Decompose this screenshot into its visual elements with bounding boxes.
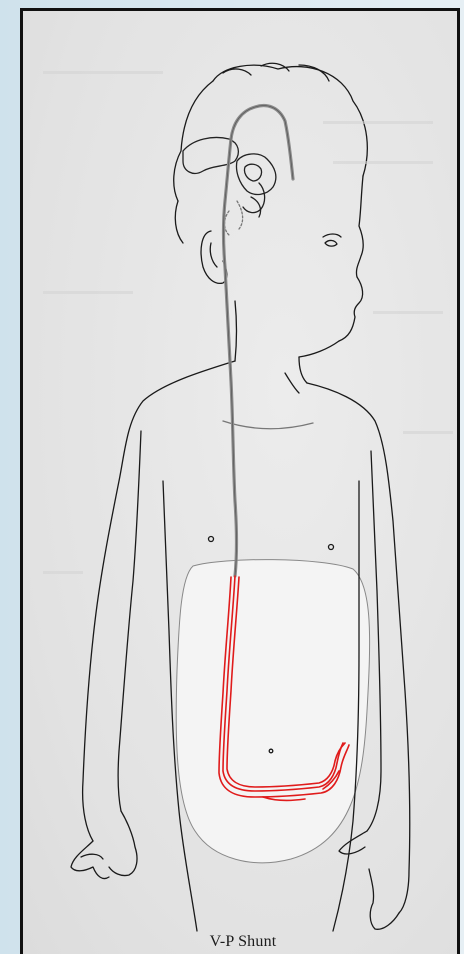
shunt-catheter [224,106,294,576]
illustration-panel: V-P Shunt [20,8,460,954]
abdomen-region [176,560,369,863]
background-text-noise [43,71,453,574]
figure-caption: V-P Shunt [23,933,460,951]
vp-shunt-illustration [23,11,460,954]
